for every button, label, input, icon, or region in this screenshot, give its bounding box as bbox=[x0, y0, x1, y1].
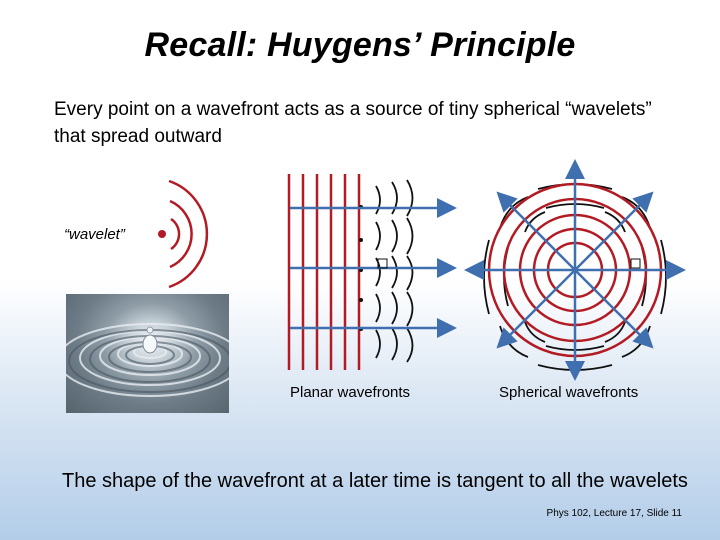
spherical-ray-arrow bbox=[574, 191, 654, 271]
planar-wavelet-arc bbox=[375, 185, 381, 215]
wavelet-source-diagram bbox=[158, 179, 209, 289]
wavelet-source-dot bbox=[158, 230, 166, 238]
planar-wavelet-arc bbox=[406, 255, 414, 291]
planar-source-dot bbox=[359, 298, 363, 302]
planar-wavelet-arc bbox=[391, 219, 398, 253]
spherical-ray-arrow bbox=[496, 269, 576, 349]
planar-wavelet-arc bbox=[391, 291, 398, 325]
planar-wavelet-arc bbox=[375, 221, 381, 251]
planar-wavelet-arc bbox=[391, 181, 398, 215]
slide-title: Recall: Huygens’ Principle bbox=[144, 26, 576, 64]
planar-wavelet-arc bbox=[375, 329, 381, 359]
intro-text: Every point on a wavefront acts as a sou… bbox=[54, 99, 652, 147]
spherical-ray-arrow bbox=[496, 191, 576, 271]
planar-wavefronts-diagram bbox=[287, 174, 457, 370]
conclusion-text: The shape of the wavefront at a later ti… bbox=[62, 470, 688, 492]
planar-right-angle bbox=[377, 258, 388, 269]
planar-wavelet-arc bbox=[375, 257, 381, 287]
spherical-wavelet-arc bbox=[660, 239, 667, 315]
slide-footer: Phys 102, Lecture 17, Slide 11 bbox=[546, 508, 682, 519]
planar-wavelet-arc bbox=[375, 293, 381, 323]
spherical-ray-arrow bbox=[574, 269, 654, 349]
planar-wavelet-arc bbox=[406, 291, 414, 327]
planar-wavelet-arc bbox=[406, 327, 414, 363]
planar-wavelet-arc bbox=[391, 327, 398, 361]
wavelet-arc-1 bbox=[170, 217, 181, 251]
planar-caption: Planar wavefronts bbox=[290, 384, 411, 401]
spherical-right-angle bbox=[630, 258, 641, 269]
spherical-wavelet-arc bbox=[524, 211, 546, 233]
planar-source-dot bbox=[359, 238, 363, 242]
water-drop-photo bbox=[66, 294, 229, 413]
spherical-wavelet-arc bbox=[524, 321, 546, 343]
planar-wavelet-arc bbox=[406, 217, 414, 255]
spherical-caption: Spherical wavefronts bbox=[499, 384, 639, 401]
wavelet-label: “wavelet” bbox=[64, 226, 125, 243]
spherical-wavelet-arc bbox=[604, 211, 626, 233]
spherical-wavelet-arc bbox=[483, 239, 490, 315]
planar-wavelet-arc bbox=[391, 255, 398, 289]
spherical-wavelet-arc bbox=[604, 321, 626, 343]
wavelet-arc-3 bbox=[168, 179, 209, 289]
planar-wavelet-arc bbox=[406, 179, 414, 217]
spherical-wavefronts-diagram bbox=[464, 159, 686, 381]
wavelet-arc-2 bbox=[169, 199, 193, 269]
